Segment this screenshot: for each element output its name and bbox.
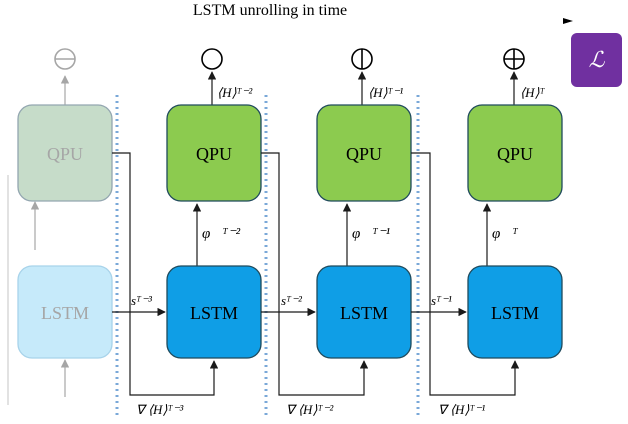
gradient-label: ∇ ⟨H⟩ᵀ⁻¹	[438, 402, 485, 417]
state-in-label: sᵀ⁻¹	[431, 293, 452, 308]
gradient-label: ∇ ⟨H⟩ᵀ⁻³	[136, 402, 184, 417]
diagram-title: LSTM unrolling in time	[193, 2, 347, 19]
gradient-feedback-line	[112, 152, 219, 396]
qpu-label: QPU	[196, 144, 232, 164]
qpu-box	[467, 104, 563, 202]
gradient-label: ∇ ⟨H⟩ᵀ⁻²	[286, 402, 334, 417]
circle-icon	[201, 48, 223, 70]
expectation-label: ⟨H⟩ᵀ⁻²	[217, 85, 253, 100]
lstm-label: LSTM	[340, 303, 388, 323]
loss-pointer-arrow	[563, 18, 573, 24]
loss-box	[571, 33, 622, 87]
expectation-label: ⟨H⟩ᵀ	[520, 85, 546, 100]
phi-label: φ⃗ᵀ⁻²	[202, 226, 241, 242]
qpu-label: QPU	[497, 144, 533, 164]
expectation-label: ⟨H⟩ᵀ⁻¹	[368, 85, 403, 100]
stage-t-minus-1: ⟨H⟩ᵀ⁻¹ QPU φ⃗ᵀ⁻¹ LSTM sᵀ⁻² ∇ ⟨H⟩ᵀ⁻²	[261, 48, 412, 417]
loss-symbol: ℒ	[589, 47, 606, 72]
loss-block: ℒ	[563, 18, 622, 87]
state-in-label: sᵀ⁻²	[281, 293, 303, 308]
lstm-label: LSTM	[41, 303, 89, 323]
circle-minus-icon	[54, 48, 76, 70]
circle-vertical-bar-icon	[351, 48, 373, 70]
circle-plus-icon	[503, 48, 525, 70]
stage-t: ⟨H⟩ᵀ QPU φ⃗ᵀ LSTM sᵀ⁻¹ ∇ ⟨H⟩ᵀ⁻¹	[411, 48, 563, 417]
state-in-label: sᵀ⁻³	[131, 293, 153, 308]
lstm-box	[467, 265, 563, 359]
lstm-label: LSTM	[190, 303, 238, 323]
phi-label: φ⃗ᵀ⁻¹	[352, 226, 391, 242]
gradient-feedback-line	[261, 152, 369, 396]
phi-label: φ⃗ᵀ	[492, 226, 519, 242]
qpu-label: QPU	[346, 144, 382, 164]
stage-t-minus-2: ⟨H⟩ᵀ⁻² QPU φ⃗ᵀ⁻² LSTM sᵀ⁻³ ∇ ⟨H⟩ᵀ⁻³	[112, 48, 262, 417]
gradient-feedback-line	[411, 152, 520, 396]
qpu-label: QPU	[47, 144, 83, 164]
stage-faded: QPU LSTM	[7, 48, 113, 405]
lstm-label: LSTM	[491, 303, 539, 323]
